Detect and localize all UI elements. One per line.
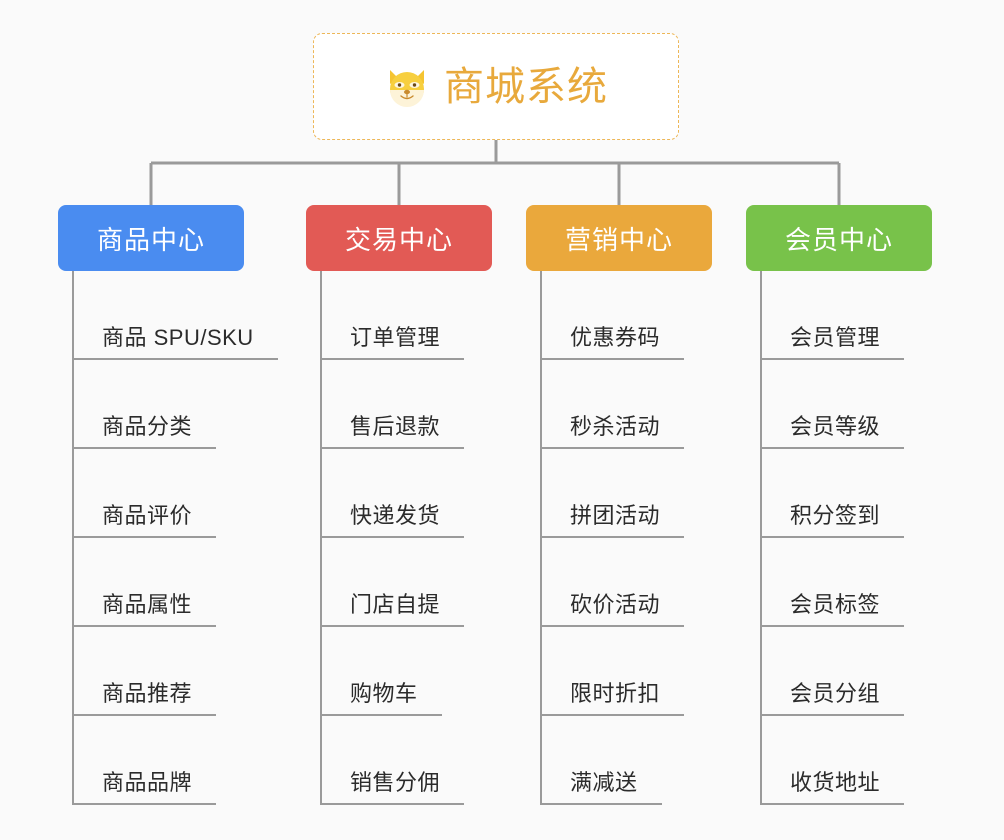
leaf-label: 商品 SPU/SKU — [72, 325, 278, 360]
category-label-0: 商品中心 — [96, 224, 205, 255]
leaf-list-0: 商品 SPU/SKU 商品分类 商品评价 商品属性 商品推荐 商品品牌 — [58, 271, 278, 805]
list-item[interactable]: 订单管理 — [306, 271, 526, 360]
leaf-label: 积分签到 — [759, 503, 905, 538]
list-item[interactable]: 商品评价 — [58, 449, 278, 538]
list-item[interactable]: 拼团活动 — [526, 449, 746, 538]
category-label-1: 交易中心 — [344, 224, 453, 255]
branch-column-2: 营销中心 优惠券码 秒杀活动 拼团活动 砍价活动 限时折扣 满减送 — [526, 205, 746, 805]
category-box-2[interactable]: 营销中心 — [526, 205, 712, 271]
list-item[interactable]: 会员等级 — [746, 360, 966, 449]
category-box-1[interactable]: 交易中心 — [306, 205, 492, 271]
list-item[interactable]: 商品 SPU/SKU — [58, 271, 278, 360]
list-item[interactable]: 积分签到 — [746, 449, 966, 538]
list-item[interactable]: 会员标签 — [746, 538, 966, 627]
leaf-label: 会员管理 — [759, 325, 905, 360]
branch-column-0: 商品中心 商品 SPU/SKU 商品分类 商品评价 商品属性 商品推荐 商品品牌 — [58, 205, 278, 805]
branch-column-3: 会员中心 会员管理 会员等级 积分签到 会员标签 会员分组 收货地址 — [746, 205, 966, 805]
leaf-label: 会员等级 — [759, 414, 905, 449]
root-node[interactable]: 商城系统 — [313, 33, 679, 140]
leaf-label: 会员标签 — [759, 592, 905, 627]
category-box-0[interactable]: 商品中心 — [58, 205, 244, 271]
list-item[interactable]: 商品推荐 — [58, 627, 278, 716]
leaf-label: 售后退款 — [319, 414, 465, 449]
list-item[interactable]: 商品分类 — [58, 360, 278, 449]
leaf-label: 会员分组 — [759, 681, 905, 716]
category-label-2: 营销中心 — [564, 224, 673, 255]
category-box-3[interactable]: 会员中心 — [746, 205, 932, 271]
leaf-label: 拼团活动 — [539, 503, 685, 538]
list-item[interactable]: 砍价活动 — [526, 538, 746, 627]
leaf-label: 快递发货 — [319, 503, 465, 538]
leaf-label: 购物车 — [320, 681, 441, 716]
leaf-label: 销售分佣 — [319, 770, 465, 805]
leaf-label: 砍价活动 — [539, 592, 685, 627]
leaf-label: 优惠券码 — [539, 325, 685, 360]
list-item[interactable]: 门店自提 — [306, 538, 526, 627]
list-item[interactable]: 会员管理 — [746, 271, 966, 360]
list-item[interactable]: 购物车 — [306, 627, 526, 716]
list-item[interactable]: 收货地址 — [746, 716, 966, 805]
leaf-list-2: 优惠券码 秒杀活动 拼团活动 砍价活动 限时折扣 满减送 — [526, 271, 746, 805]
leaf-label: 订单管理 — [319, 325, 465, 360]
list-item[interactable]: 秒杀活动 — [526, 360, 746, 449]
leaf-label: 满减送 — [540, 770, 661, 805]
list-item[interactable]: 商品属性 — [58, 538, 278, 627]
shiba-dog-face-emoji — [384, 64, 430, 110]
root-title: 商城系统 — [444, 64, 608, 109]
branch-column-1: 交易中心 订单管理 售后退款 快递发货 门店自提 购物车 销售分佣 — [306, 205, 526, 805]
leaf-label: 商品分类 — [71, 414, 217, 449]
category-label-3: 会员中心 — [784, 224, 893, 255]
list-item[interactable]: 优惠券码 — [526, 271, 746, 360]
list-item[interactable]: 快递发货 — [306, 449, 526, 538]
leaf-label: 秒杀活动 — [539, 414, 685, 449]
leaf-label: 收货地址 — [759, 770, 905, 805]
list-item[interactable]: 销售分佣 — [306, 716, 526, 805]
leaf-label: 限时折扣 — [539, 681, 685, 716]
leaf-label: 商品评价 — [71, 503, 217, 538]
leaf-label: 门店自提 — [319, 592, 465, 627]
leaf-list-1: 订单管理 售后退款 快递发货 门店自提 购物车 销售分佣 — [306, 271, 526, 805]
leaf-label: 商品推荐 — [71, 681, 217, 716]
list-item[interactable]: 满减送 — [526, 716, 746, 805]
list-item[interactable]: 商品品牌 — [58, 716, 278, 805]
list-item[interactable]: 会员分组 — [746, 627, 966, 716]
leaf-label: 商品属性 — [71, 592, 217, 627]
leaf-list-3: 会员管理 会员等级 积分签到 会员标签 会员分组 收货地址 — [746, 271, 966, 805]
list-item[interactable]: 限时折扣 — [526, 627, 746, 716]
leaf-label: 商品品牌 — [71, 770, 217, 805]
list-item[interactable]: 售后退款 — [306, 360, 526, 449]
